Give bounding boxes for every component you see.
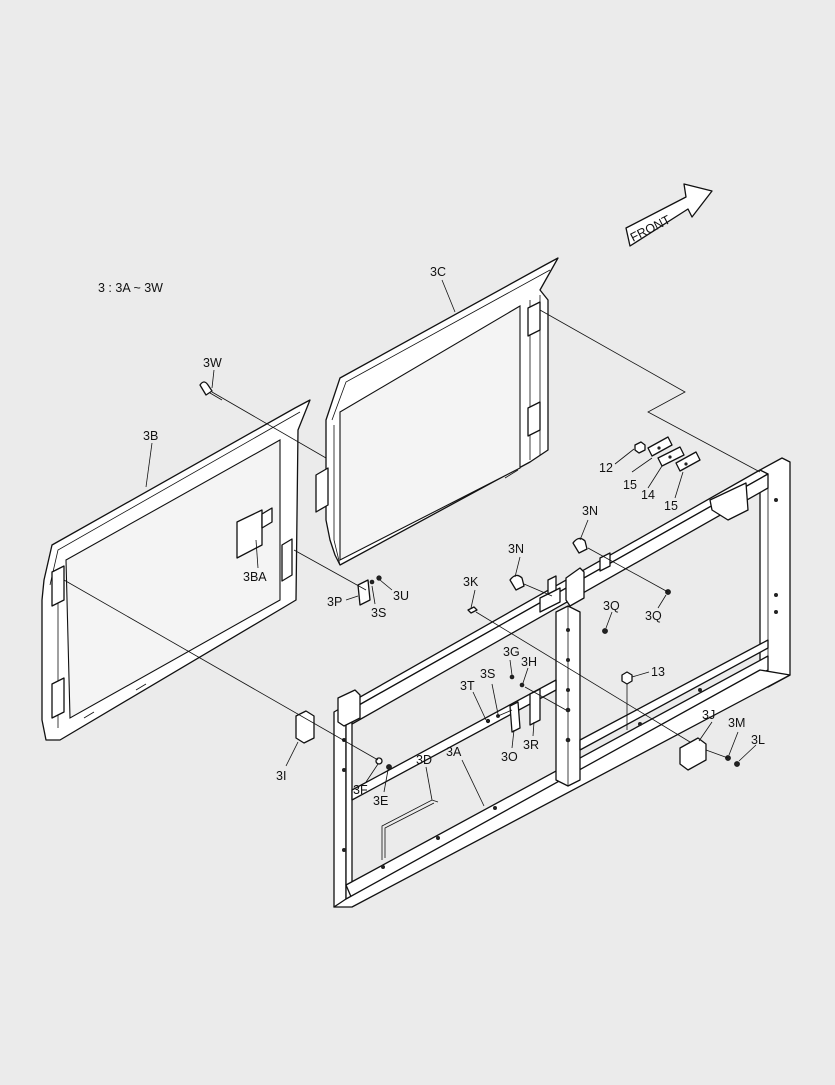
washer-3F xyxy=(375,757,383,765)
label-3Q-right: 3Q xyxy=(645,609,662,623)
plug-13 xyxy=(621,671,633,685)
label-3J: 3J xyxy=(702,708,715,722)
screw-3T xyxy=(485,718,491,724)
label-3K: 3K xyxy=(463,575,479,589)
bumper-3N-lower xyxy=(509,574,525,591)
rod-3D xyxy=(381,799,439,860)
frame-3A xyxy=(333,457,791,908)
label-14: 14 xyxy=(641,488,655,502)
label-3P: 3P xyxy=(327,595,342,609)
nut-3Q-left xyxy=(602,628,608,634)
label-3N-upper: 3N xyxy=(582,504,598,518)
label-3W: 3W xyxy=(203,356,222,370)
catch-3O xyxy=(509,701,521,733)
screw-3G xyxy=(509,674,515,680)
label-3S-lower: 3S xyxy=(480,667,495,681)
bumper-3N-upper xyxy=(572,537,588,554)
label-3C: 3C xyxy=(430,265,446,279)
label-3I: 3I xyxy=(276,769,286,783)
label-3D: 3D xyxy=(416,753,432,767)
label-3Q-left: 3Q xyxy=(603,599,620,613)
label-3E: 3E xyxy=(373,794,388,808)
bracket-3N-lower xyxy=(547,575,557,595)
part-labels: 3C 3W 3B 3BA 3P 3S 3U 12 15 14 15 3N 3N … xyxy=(143,265,765,808)
latch-3R xyxy=(529,688,541,726)
label-3A: 3A xyxy=(446,745,462,759)
bolt-12 xyxy=(634,441,646,454)
label-3U: 3U xyxy=(393,589,409,603)
bolt-3K xyxy=(467,606,478,614)
label-15-right: 15 xyxy=(664,499,678,513)
label-3H: 3H xyxy=(521,655,537,669)
wing-bolt-3W xyxy=(199,381,223,401)
label-3T: 3T xyxy=(460,679,475,693)
stopper-3I xyxy=(295,710,315,744)
bracket-3J xyxy=(679,737,707,771)
panel-3C xyxy=(315,257,559,566)
label-3M: 3M xyxy=(728,716,745,730)
panel-3B xyxy=(41,399,311,741)
label-13: 13 xyxy=(651,665,665,679)
front-arrow: FRONT xyxy=(625,183,713,247)
bracket-3N-upper xyxy=(599,552,611,572)
nut-3L xyxy=(734,761,740,767)
nut-3E xyxy=(386,764,392,770)
latch-3P xyxy=(357,579,371,606)
label-3G: 3G xyxy=(503,645,520,659)
plate-15-right xyxy=(675,451,701,472)
screw-3U xyxy=(376,575,382,581)
screw-3S-upper xyxy=(369,579,375,585)
range-note: 3 : 3A ~ 3W xyxy=(98,281,163,295)
label-12: 12 xyxy=(599,461,613,475)
label-3F: 3F xyxy=(353,783,368,797)
label-15-left: 15 xyxy=(623,478,637,492)
plate-15-left xyxy=(647,436,673,457)
assembly-lines xyxy=(63,309,761,761)
label-3L: 3L xyxy=(751,733,765,747)
label-3S-upper: 3S xyxy=(371,606,386,620)
label-3O: 3O xyxy=(501,750,518,764)
leader-lines xyxy=(145,279,757,807)
label-3B: 3B xyxy=(143,429,158,443)
label-3N-lower: 3N xyxy=(508,542,524,556)
label-3BA: 3BA xyxy=(243,570,267,584)
label-3R: 3R xyxy=(523,738,539,752)
screw-3H xyxy=(519,682,525,688)
